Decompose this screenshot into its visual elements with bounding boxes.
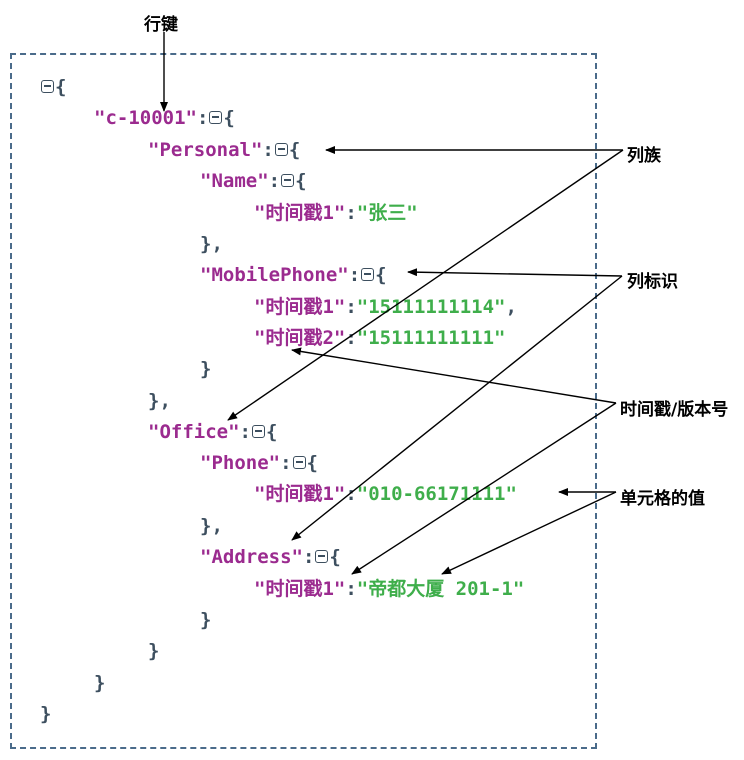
code-line-cell-mobile-2: "时间戳2":"15111111111" bbox=[254, 327, 506, 349]
timestamp: "时间戳1" bbox=[254, 202, 346, 224]
label-timestamp-version: 时间戳/版本号 bbox=[620, 400, 729, 420]
collapse-toggle-icon[interactable] bbox=[281, 173, 295, 187]
collapse-toggle-icon[interactable] bbox=[274, 142, 288, 156]
timestamp: "时间戳1" bbox=[254, 578, 346, 600]
timestamp: "时间戳1" bbox=[254, 296, 346, 318]
cell-value: "张三" bbox=[356, 202, 418, 224]
code-line-qualifier-name: "Name":{ bbox=[200, 170, 307, 192]
code-line-qualifier-mobile: "MobilePhone":{ bbox=[200, 264, 387, 286]
column-qualifier-address: "Address" bbox=[200, 546, 303, 568]
column-qualifier-phone: "Phone" bbox=[200, 452, 281, 474]
code-line-cell-address-1: "时间戳1":"帝都大厦 201-1" bbox=[254, 578, 525, 600]
code-line-family-personal: "Personal":{ bbox=[148, 139, 301, 161]
column-family-personal: "Personal" bbox=[148, 139, 263, 161]
arrow-timestamp-address bbox=[351, 402, 617, 575]
code-line-qualifier-address: "Address":{ bbox=[200, 546, 341, 568]
label-cell-value: 单元格的值 bbox=[620, 489, 705, 509]
code-line-close: } bbox=[148, 640, 160, 662]
code-line-family-office: "Office":{ bbox=[148, 421, 278, 443]
arrow-qualifier-mobilephone bbox=[407, 268, 623, 277]
code-line-close: }, bbox=[200, 515, 223, 537]
column-family-office: "Office" bbox=[148, 421, 240, 443]
arrow-qualifier-address bbox=[291, 275, 623, 541]
code-line-qualifier-phone: "Phone":{ bbox=[200, 452, 318, 474]
arrow-column-family-office bbox=[227, 149, 624, 421]
label-row-key: 行键 bbox=[144, 15, 178, 35]
column-qualifier-name: "Name" bbox=[200, 170, 269, 192]
code-line-close: } bbox=[200, 609, 212, 631]
code-line-close: } bbox=[94, 672, 106, 694]
collapse-toggle-icon[interactable] bbox=[315, 549, 329, 563]
cell-value: "010-66171111" bbox=[356, 483, 517, 505]
column-qualifier-mobilephone: "MobilePhone" bbox=[200, 264, 349, 286]
timestamp: "时间戳2" bbox=[254, 327, 346, 349]
collapse-toggle-icon[interactable] bbox=[209, 110, 223, 124]
timestamp: "时间戳1" bbox=[254, 483, 346, 505]
collapse-toggle-icon[interactable] bbox=[361, 267, 375, 281]
code-line-close-root: } bbox=[40, 703, 52, 725]
code-line-open-root: { bbox=[40, 75, 66, 99]
code-line-row-key: "c-10001":{ bbox=[94, 107, 235, 129]
code-line-cell-name-1: "时间戳1":"张三" bbox=[254, 202, 418, 224]
label-column-qualifier: 列标识 bbox=[627, 272, 678, 292]
cell-value: "帝都大厦 201-1" bbox=[356, 578, 525, 600]
code-line-close: }, bbox=[148, 390, 171, 412]
collapse-toggle-icon[interactable] bbox=[292, 455, 306, 469]
cell-value: "15111111114" bbox=[356, 296, 506, 318]
code-line-close: } bbox=[200, 358, 212, 380]
collapse-toggle-icon[interactable] bbox=[251, 424, 265, 438]
cell-value: "15111111111" bbox=[356, 327, 506, 349]
json-frame bbox=[10, 53, 597, 749]
code-line-close: }, bbox=[200, 233, 223, 255]
label-column-family: 列族 bbox=[627, 146, 661, 166]
arrow-cell-value-address bbox=[441, 491, 617, 575]
collapse-toggle-icon[interactable] bbox=[41, 79, 54, 93]
code-line-cell-mobile-1: "时间戳1":"15111111114", bbox=[254, 296, 517, 318]
arrow-timestamp-mobile bbox=[291, 347, 617, 404]
code-line-cell-phone-1: "时间戳1":"010-66171111" bbox=[254, 483, 517, 505]
row-key: "c-10001" bbox=[94, 107, 197, 129]
